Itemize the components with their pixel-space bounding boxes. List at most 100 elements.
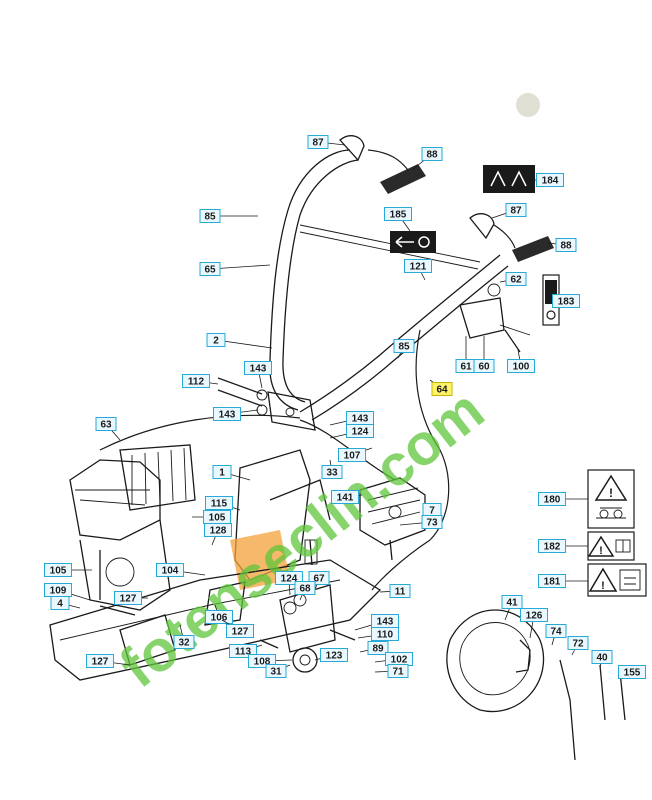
callout-180: 180 <box>538 492 588 506</box>
control-cables <box>99 329 450 591</box>
transmission-box <box>359 477 426 561</box>
callout-box <box>567 636 589 650</box>
callout-box <box>156 563 184 577</box>
callout-128: 128 <box>204 523 232 546</box>
callout-number: 87 <box>312 138 324 149</box>
callout-number: 88 <box>426 150 438 161</box>
callout-box <box>389 584 411 598</box>
callout-105: 105 <box>192 510 231 524</box>
callout-number: 127 <box>120 594 137 605</box>
callout-box <box>404 259 432 273</box>
callout-number: 100 <box>513 362 530 373</box>
callout-box <box>538 574 566 588</box>
callout-number: 65 <box>204 265 216 276</box>
callout-number: 124 <box>352 427 369 438</box>
callout-number: 126 <box>526 611 543 622</box>
callout-87: 87 <box>307 135 346 149</box>
callout-87: 87 <box>491 203 527 219</box>
callout-box <box>213 407 241 421</box>
callout-box <box>536 173 564 187</box>
handlebar-assembly <box>217 135 554 431</box>
callout-124: 124 <box>329 424 374 439</box>
callout-74: 74 <box>545 624 567 646</box>
callout-41: 41 <box>501 595 523 621</box>
callout-number: 127 <box>92 657 109 668</box>
callout-143: 143 <box>244 361 272 389</box>
callout-72: 72 <box>567 636 589 656</box>
callout-box <box>199 209 221 223</box>
callout-number: 4 <box>57 599 63 610</box>
callout-number: 105 <box>50 566 67 577</box>
callout-number: 11 <box>395 587 406 598</box>
callout-box <box>206 333 226 347</box>
callout-62: 62 <box>499 272 527 286</box>
callout-box <box>367 641 389 655</box>
callout-box <box>50 596 70 610</box>
callout-box <box>205 610 233 624</box>
callout-box <box>265 664 287 678</box>
callout-number: 107 <box>344 451 361 462</box>
callout-107: 107 <box>338 447 373 462</box>
callout-box <box>44 563 72 577</box>
callout-11: 11 <box>379 584 411 598</box>
callout-number: 32 <box>178 638 190 649</box>
callout-127: 127 <box>221 619 254 638</box>
callout-127: 127 <box>86 654 131 668</box>
callout-7: 7 <box>422 503 442 517</box>
callout-127: 127 <box>114 591 148 605</box>
callout-number: 128 <box>210 526 227 537</box>
callout-100: 100 <box>507 349 535 373</box>
callout-143: 143 <box>213 407 259 421</box>
callout-number: 121 <box>410 262 427 273</box>
callout-143: 143 <box>354 614 399 631</box>
callout-number: 113 <box>235 647 252 658</box>
left-grip <box>380 164 426 194</box>
callout-box <box>538 539 566 553</box>
callout-box <box>331 490 359 504</box>
callout-60: 60 <box>473 336 495 373</box>
callout-184: 184 <box>535 173 564 187</box>
callout-number: 155 <box>624 668 641 679</box>
callout-32: 32 <box>173 624 195 649</box>
callout-63: 63 <box>95 417 121 441</box>
callout-number: 85 <box>398 342 410 353</box>
callout-64: 64 <box>429 379 453 396</box>
callout-number: 73 <box>426 518 438 529</box>
callout-31: 31 <box>265 664 291 678</box>
callout-2: 2 <box>206 333 273 349</box>
callout-141: 141 <box>331 490 363 504</box>
callout-box <box>294 581 316 595</box>
callout-number: 185 <box>390 210 407 221</box>
right-grip <box>512 236 554 262</box>
svg-text:!: ! <box>609 486 613 500</box>
callout-box <box>473 359 495 373</box>
callout-88: 88 <box>411 147 443 171</box>
callout-105: 105 <box>44 563 92 577</box>
callout-85: 85 <box>199 209 258 223</box>
callout-number: 182 <box>544 542 561 553</box>
callout-121: 121 <box>404 259 432 281</box>
callout-box <box>226 624 254 638</box>
callout-number: 112 <box>188 377 205 388</box>
callout-number: 143 <box>352 414 369 425</box>
callout-73: 73 <box>399 515 443 529</box>
callout-185: 185 <box>384 207 412 232</box>
callout-number: 102 <box>391 655 408 666</box>
svg-text:!: ! <box>601 580 605 592</box>
callout-box <box>205 496 233 510</box>
callout-4: 4 <box>50 596 81 610</box>
callout-109: 109 <box>44 583 91 601</box>
callout-104: 104 <box>156 563 206 577</box>
callout-box <box>199 262 221 276</box>
callout-61: 61 <box>455 336 477 373</box>
callout-number: 108 <box>254 657 271 668</box>
callout-box <box>501 595 523 609</box>
callout-box <box>86 654 114 668</box>
callout-number: 141 <box>337 493 354 504</box>
belt-pulley <box>446 609 626 761</box>
callout-number: 74 <box>550 627 562 638</box>
warning-labels: ! ! ! <box>390 165 647 597</box>
callout-33: 33 <box>321 459 343 479</box>
callout-number: 31 <box>270 667 282 678</box>
